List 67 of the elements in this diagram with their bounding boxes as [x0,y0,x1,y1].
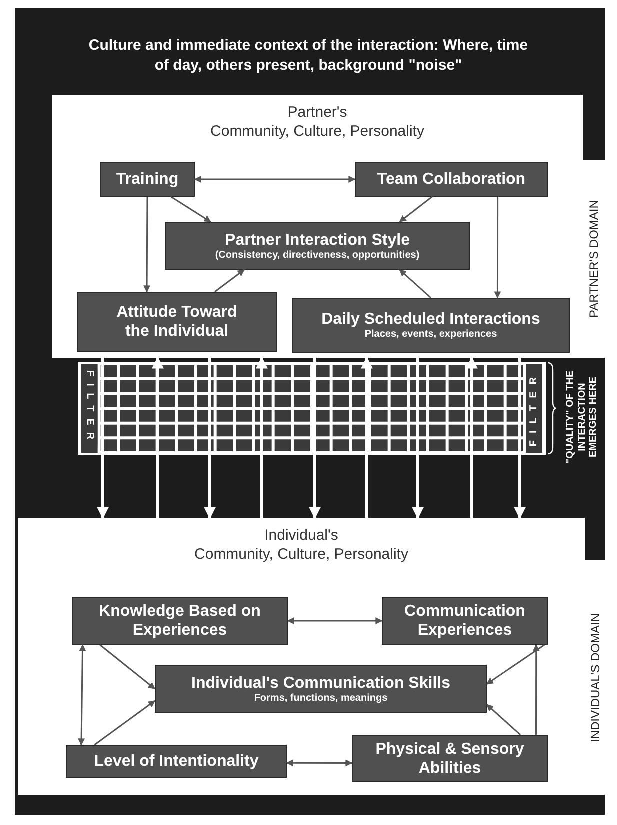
box-subtitle: (Consistency, directiveness, opportunities) [215,250,420,262]
process-box [100,162,195,197]
connector-line [260,455,264,518]
arrow [152,356,164,369]
connector-line [416,358,420,362]
arrow [100,644,156,690]
process-box [66,745,287,778]
arrow [286,760,353,767]
arrow [486,644,546,685]
arrow [78,644,86,746]
connector-line [314,358,316,362]
panel-heading: Individual's [264,526,338,545]
domain-tab-label: INDIVIDUAL'S DOMAIN [587,613,603,742]
arrow [256,356,268,369]
side-note: "QUALITY" OF THE INTERACTION EMERGES HERE [564,370,600,466]
connector-line [366,455,368,518]
arrow [399,196,433,223]
box-title: Training [116,170,179,189]
process-box [155,665,487,713]
arrow [170,196,212,223]
arrow [494,197,502,299]
arrow [144,197,151,293]
box-title: Attitude Toward the Individual [116,303,238,341]
process-box [165,222,470,270]
connector-line [156,455,160,518]
connector-line [470,455,474,518]
arrow [204,455,216,520]
connector-line [102,358,104,362]
domain-panel [18,518,585,795]
box-title: Partner Interaction Style [225,230,410,250]
process-box [77,292,277,352]
box-title: Daily Scheduled Interactions [322,310,540,329]
process-box [355,162,548,197]
arrow [514,455,526,520]
process-box [382,597,548,645]
panel-heading: Community, Culture, Personality [210,122,424,141]
filter-grid [78,362,546,455]
arrow [532,644,540,735]
arrow [399,269,432,299]
arrow [412,455,424,520]
process-box [292,298,570,353]
box-title: Communication Experiences [404,602,526,640]
arrow [194,176,356,183]
box-title: Knowledge Based on Experiences [98,602,262,640]
arrow [361,356,373,369]
process-box [352,735,548,782]
box-subtitle: Forms, functions, meanings [254,692,388,704]
box-title: Team Collaboration [377,170,526,189]
connector-line [518,358,522,362]
panel-heading: Community, Culture, Personality [194,545,408,564]
arrow [97,455,109,520]
arrow [486,704,522,736]
box-title: Individual's Communication Skills [192,674,450,692]
arrow [94,700,156,746]
panel-heading: Partner's [288,103,348,122]
title: Culture and immediate context of the interaction: Where, time of day, others present, background "noise" [88,36,530,76]
box-title: Physical & Sensory Abilities [374,740,526,778]
arrow [309,455,321,520]
arrow [466,356,478,369]
domain-panel [52,95,583,358]
arrow [214,269,245,293]
box-subtitle: Places, events, experiences [364,329,498,341]
connector-line [208,358,212,362]
domain-tab-label: PARTNER'S DOMAIN [586,200,602,318]
process-box [72,597,288,645]
box-title: Level of Intentionality [94,752,259,771]
arrow [287,618,383,624]
